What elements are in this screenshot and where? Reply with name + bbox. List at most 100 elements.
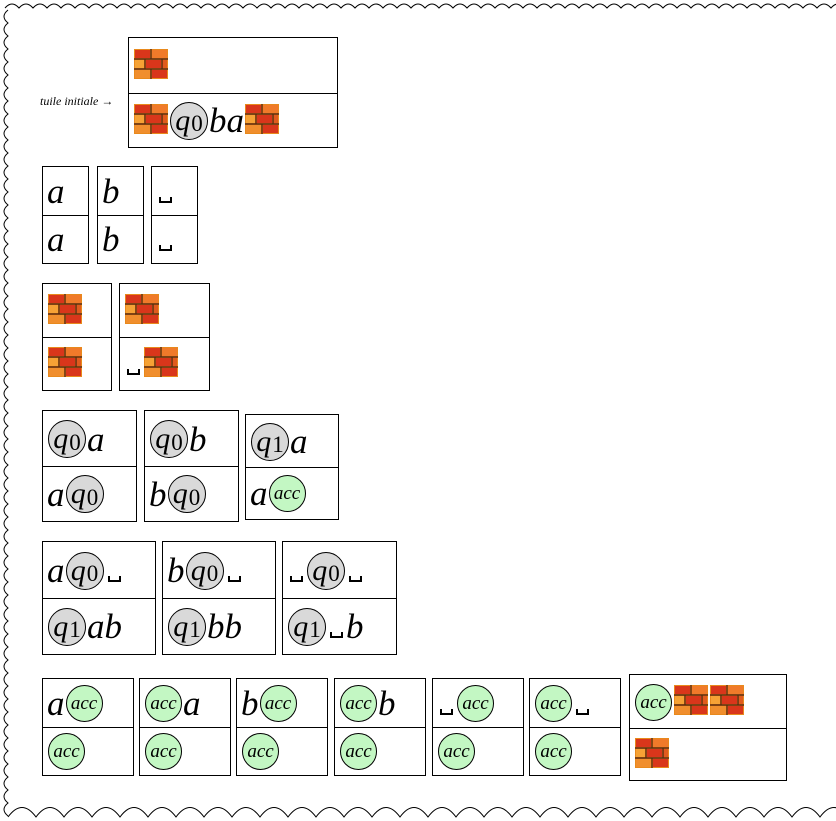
domino-tile: acc acc (432, 678, 524, 776)
accept-state: acc (340, 685, 377, 722)
domino-tile (119, 283, 210, 391)
tile-top-half (152, 167, 197, 216)
top-wave (4, 3, 836, 9)
tile-top-half: acc (630, 675, 786, 729)
tape-symbol: a (87, 607, 105, 646)
tile-top-half (120, 284, 209, 338)
accept-state: acc (438, 733, 475, 770)
tile-bottom-half (630, 728, 786, 780)
tile-top-half: acc (433, 679, 523, 728)
accept-state: acc (635, 683, 672, 721)
left-wave (3, 9, 9, 817)
tile-top-half: a (43, 167, 88, 216)
tape-symbol: a (47, 172, 65, 211)
tape-symbol: b (241, 684, 259, 723)
tape-symbol: b (189, 419, 207, 459)
blank-symbol-icon (107, 575, 121, 582)
tape-symbol: a (47, 684, 65, 723)
blank-symbol-icon (159, 244, 172, 251)
tape-symbol: a (226, 101, 245, 140)
tape-symbol: b (207, 607, 225, 646)
tape-symbol: a (87, 419, 105, 459)
tape-symbol: a (47, 474, 65, 514)
blank-symbol-icon (159, 196, 172, 203)
bottom-wave (7, 807, 836, 818)
tape-symbol: b (102, 172, 120, 211)
tile-bottom-half (152, 215, 197, 263)
domino-tile: acc acc (529, 678, 621, 776)
tile-bottom-half: acc (140, 727, 230, 775)
accept-state: acc (259, 685, 297, 722)
brick-icon (245, 103, 279, 134)
tape-symbol: a (47, 551, 65, 590)
blank-symbol-icon (227, 575, 241, 582)
brick-icon (635, 737, 669, 768)
tile-bottom-half: a (43, 215, 88, 263)
accept-state: acc (340, 733, 377, 770)
brick-icon (125, 294, 159, 324)
blank-symbol-icon (576, 708, 589, 715)
brick-icon (48, 294, 82, 324)
tile-bottom-half: acc (335, 727, 425, 775)
accept-state: acc (268, 475, 306, 512)
tile-top-half (129, 38, 337, 94)
brick-icon (134, 103, 168, 134)
tile-top-half (43, 284, 111, 338)
tape-symbol: b (378, 684, 396, 723)
accept-state: acc (48, 733, 85, 770)
blank-symbol-icon (349, 575, 362, 582)
tile-top-half: b (98, 167, 143, 216)
domino-tile: acc (629, 674, 787, 781)
tile-bottom-half (43, 337, 111, 390)
tile-bottom-half: b (98, 215, 143, 263)
accept-state: acc (457, 685, 494, 722)
brick-icon (674, 685, 708, 715)
tape-symbol: a (183, 684, 201, 723)
blank-symbol-icon (127, 369, 140, 375)
tile-bottom-half: acc (43, 727, 133, 775)
accept-state: acc (535, 733, 572, 770)
accept-state: acc (242, 733, 279, 770)
tile-top-half: acc (530, 679, 620, 728)
initial-tile-label: tuile initiale → (40, 94, 114, 108)
domino-tile (42, 283, 112, 391)
tape-symbol: b (149, 474, 167, 514)
tile-bottom-half: acc (433, 727, 523, 775)
tape-symbol: a (290, 422, 308, 461)
